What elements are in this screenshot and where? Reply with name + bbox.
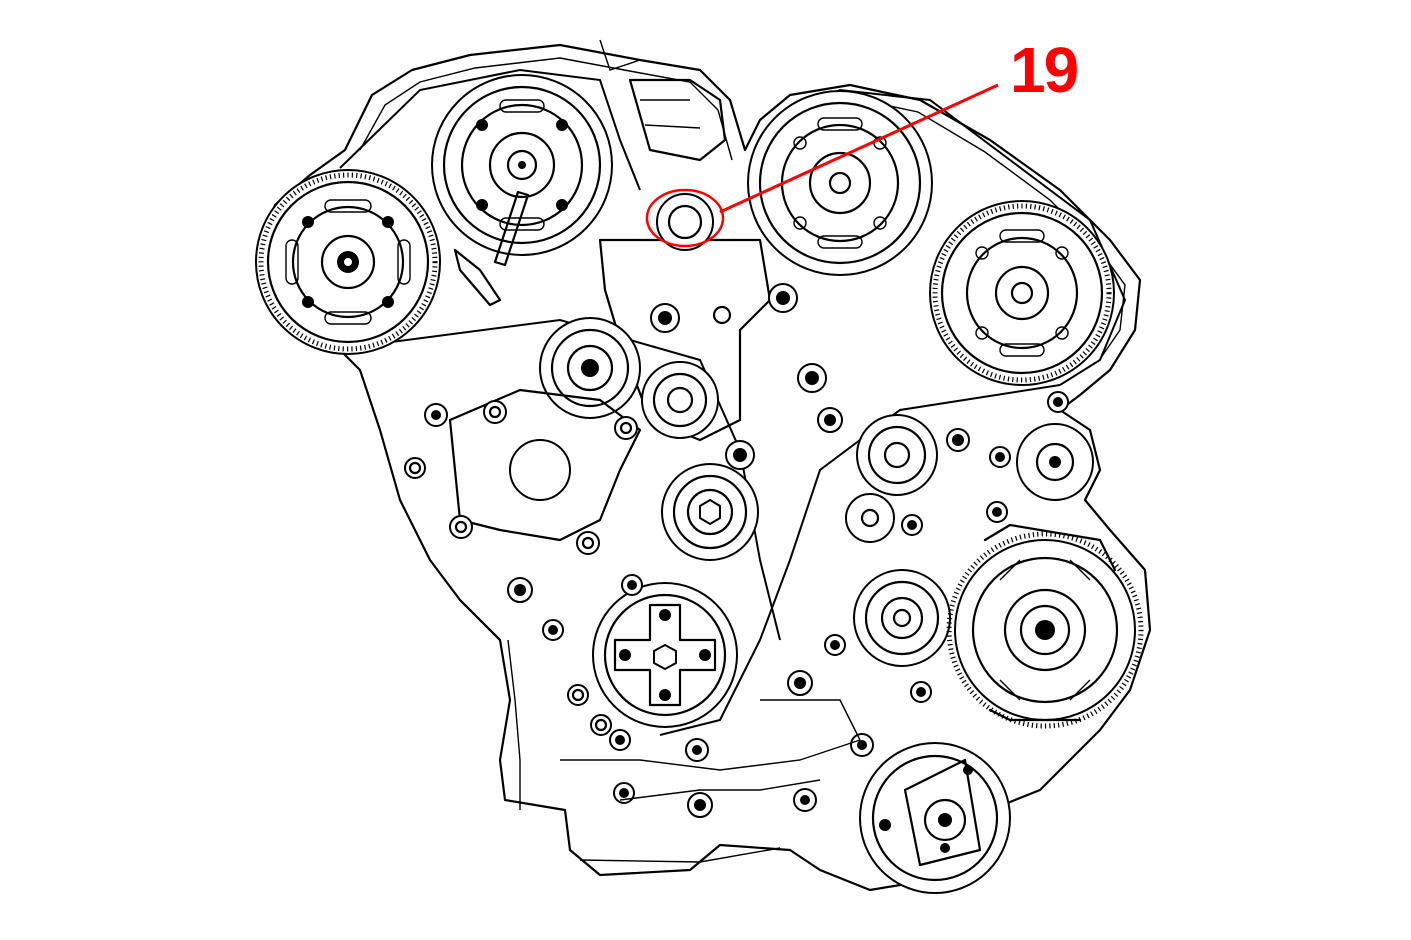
power-steering-pulley	[787, 569, 951, 703]
crankshaft-pulley	[542, 574, 738, 751]
generator	[946, 523, 1144, 729]
idler-pulley	[539, 317, 641, 419]
right-camshaft-sprocket-inner	[747, 90, 933, 276]
callout-number-label: 19	[1010, 34, 1079, 106]
callout-ring	[645, 188, 725, 248]
left-camshaft-sprocket-inner	[431, 74, 613, 307]
callout-leader-line	[719, 83, 999, 214]
left-camshaft-sprocket-outer	[255, 169, 441, 355]
ac-compressor-pulley	[613, 733, 1011, 894]
lower-bracket	[560, 699, 861, 801]
left-cover-detail	[404, 388, 642, 603]
belt-tensioner	[641, 361, 759, 561]
water-pump-pulley	[845, 391, 1094, 543]
callout-19	[645, 83, 999, 248]
timing-cover-bracket	[598, 193, 843, 470]
right-camshaft-sprocket-outer	[929, 200, 1115, 386]
